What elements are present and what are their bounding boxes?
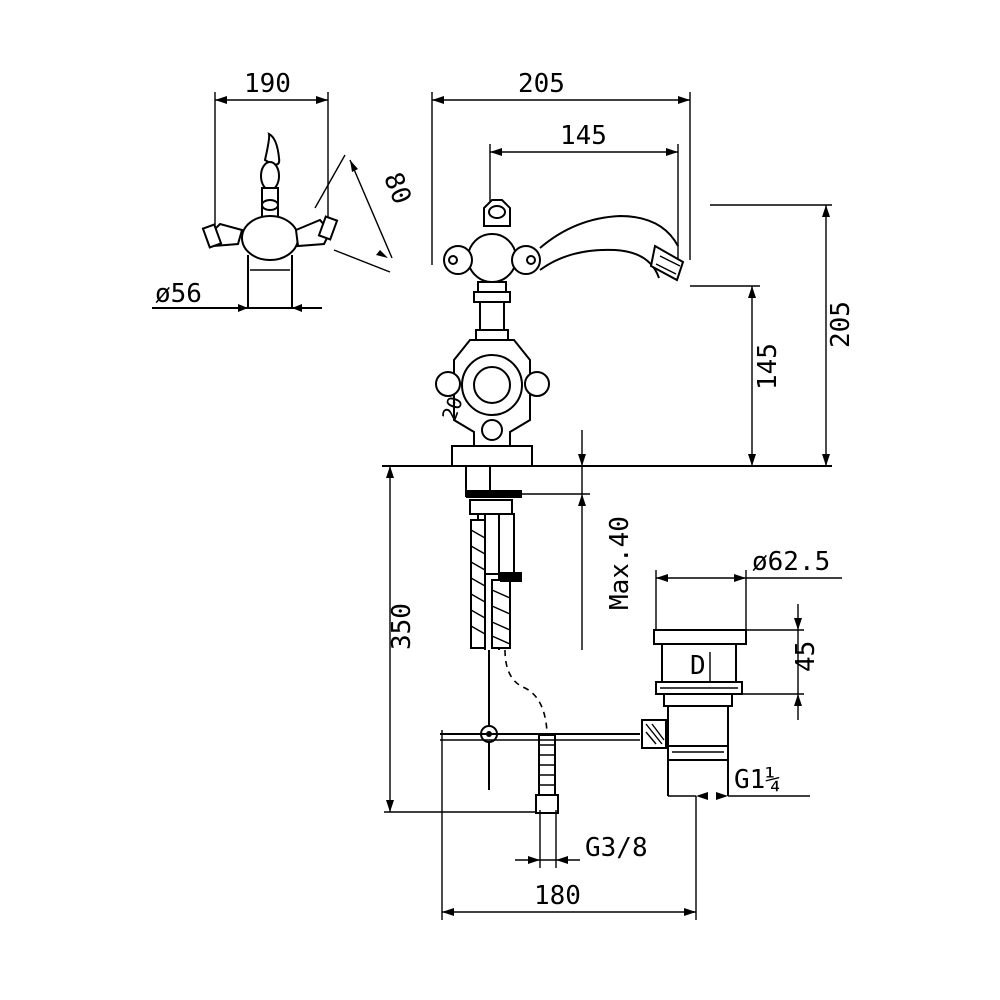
waste-marker: D [690,651,706,681]
dim-waste-thread: G1¼ [734,765,781,795]
dim-inlet-thread: G3/8 [585,833,648,863]
dim-overall-reach: 205 [518,69,565,99]
dim-waste-diameter: ø62.5 [752,547,830,577]
dim-spout-height: 145 [753,343,783,390]
dim-below-deck: 350 [387,603,417,650]
below-deck: 350 Max.40 G3/8 [384,430,842,920]
side-elevation: 205 145 20 [382,69,856,467]
dim-overall-height: 205 [826,301,856,348]
dim-max-deck: Max.40 [605,516,635,610]
dim-top-width: 190 [244,69,291,99]
dim-handle-angle: 80 [377,168,417,208]
top-view: 190 ø56 80 [152,69,417,312]
dim-spout-reach: 145 [560,121,607,151]
dim-base-diameter: ø56 [155,279,202,309]
dim-inlet-spacing: 180 [534,881,581,911]
dim-waste-height: 45 [791,641,821,672]
